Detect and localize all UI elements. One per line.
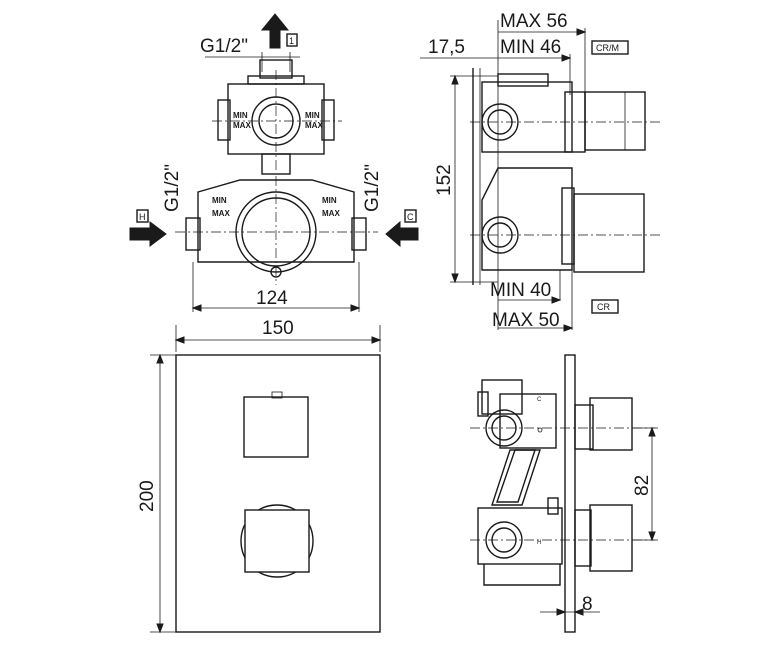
- height-dim-152: 152: [434, 164, 455, 196]
- outlet-thread-label: G1/2": [200, 36, 248, 57]
- max-depth-label: MAX 56: [500, 11, 568, 32]
- upper-min-left: MIN: [233, 111, 248, 120]
- thermostat-ring: [240, 504, 314, 578]
- diverter-knob: [243, 396, 309, 458]
- tag-cr: CR: [597, 302, 610, 312]
- cold-tag-box: [404, 209, 417, 223]
- hot-tag: H: [139, 212, 146, 222]
- upper-min-right: MIN: [305, 111, 320, 120]
- cold-tag: C: [407, 212, 414, 222]
- lower-max-left: MAX: [212, 209, 230, 218]
- thermostat-knob: [244, 509, 310, 573]
- valve-front-view: 1 G1/2" MIN MAX MIN MAX MIN MAX MIN MAX: [129, 13, 419, 312]
- outlet-tag-box: [286, 33, 298, 47]
- side-cover-plate: [564, 354, 576, 633]
- plate-width-dim: 150: [262, 318, 294, 339]
- offset-dim: 17,5: [428, 37, 465, 58]
- upper-max-left: MAX: [233, 121, 251, 130]
- plate-height-dim: 200: [137, 480, 158, 512]
- spacing-dim-82: 82: [632, 475, 653, 496]
- upper-max-right: MAX: [305, 121, 323, 130]
- min-depth-label: MIN 46: [500, 37, 561, 58]
- valve-side-view: MAX 56 MIN 46 17,5 CR/M 152: [420, 11, 660, 332]
- hot-tag-box: [136, 209, 149, 223]
- lower-min-left: MIN: [212, 196, 227, 205]
- lower-h-mark: H: [537, 540, 541, 546]
- left-inlet-thread: G1/2": [162, 164, 183, 212]
- tag-cr-box: [591, 299, 619, 314]
- lower-min-right: MIN: [322, 196, 337, 205]
- lower-max-right: MAX: [322, 209, 340, 218]
- cover-plate: [175, 354, 381, 633]
- upper-c-mark: C: [537, 397, 542, 403]
- width-dim-124: 124: [256, 288, 288, 309]
- right-inlet-thread: G1/2": [362, 164, 383, 212]
- tag-crm: CR/M: [596, 43, 619, 53]
- plate-thickness-dim: 8: [582, 594, 593, 615]
- max-lower-label: MAX 50: [492, 310, 560, 331]
- cold-inlet-arrow-icon: [385, 220, 419, 248]
- outlet-arrow-icon: [260, 13, 290, 49]
- outlet-tag: 1: [289, 36, 294, 46]
- hot-inlet-arrow-icon: [129, 221, 167, 247]
- tag-crm-box: [591, 40, 629, 55]
- plate-side-view: C H 82 8: [470, 354, 658, 633]
- plate-front-view: 150 200: [137, 318, 382, 634]
- min-lower-label: MIN 40: [490, 280, 551, 301]
